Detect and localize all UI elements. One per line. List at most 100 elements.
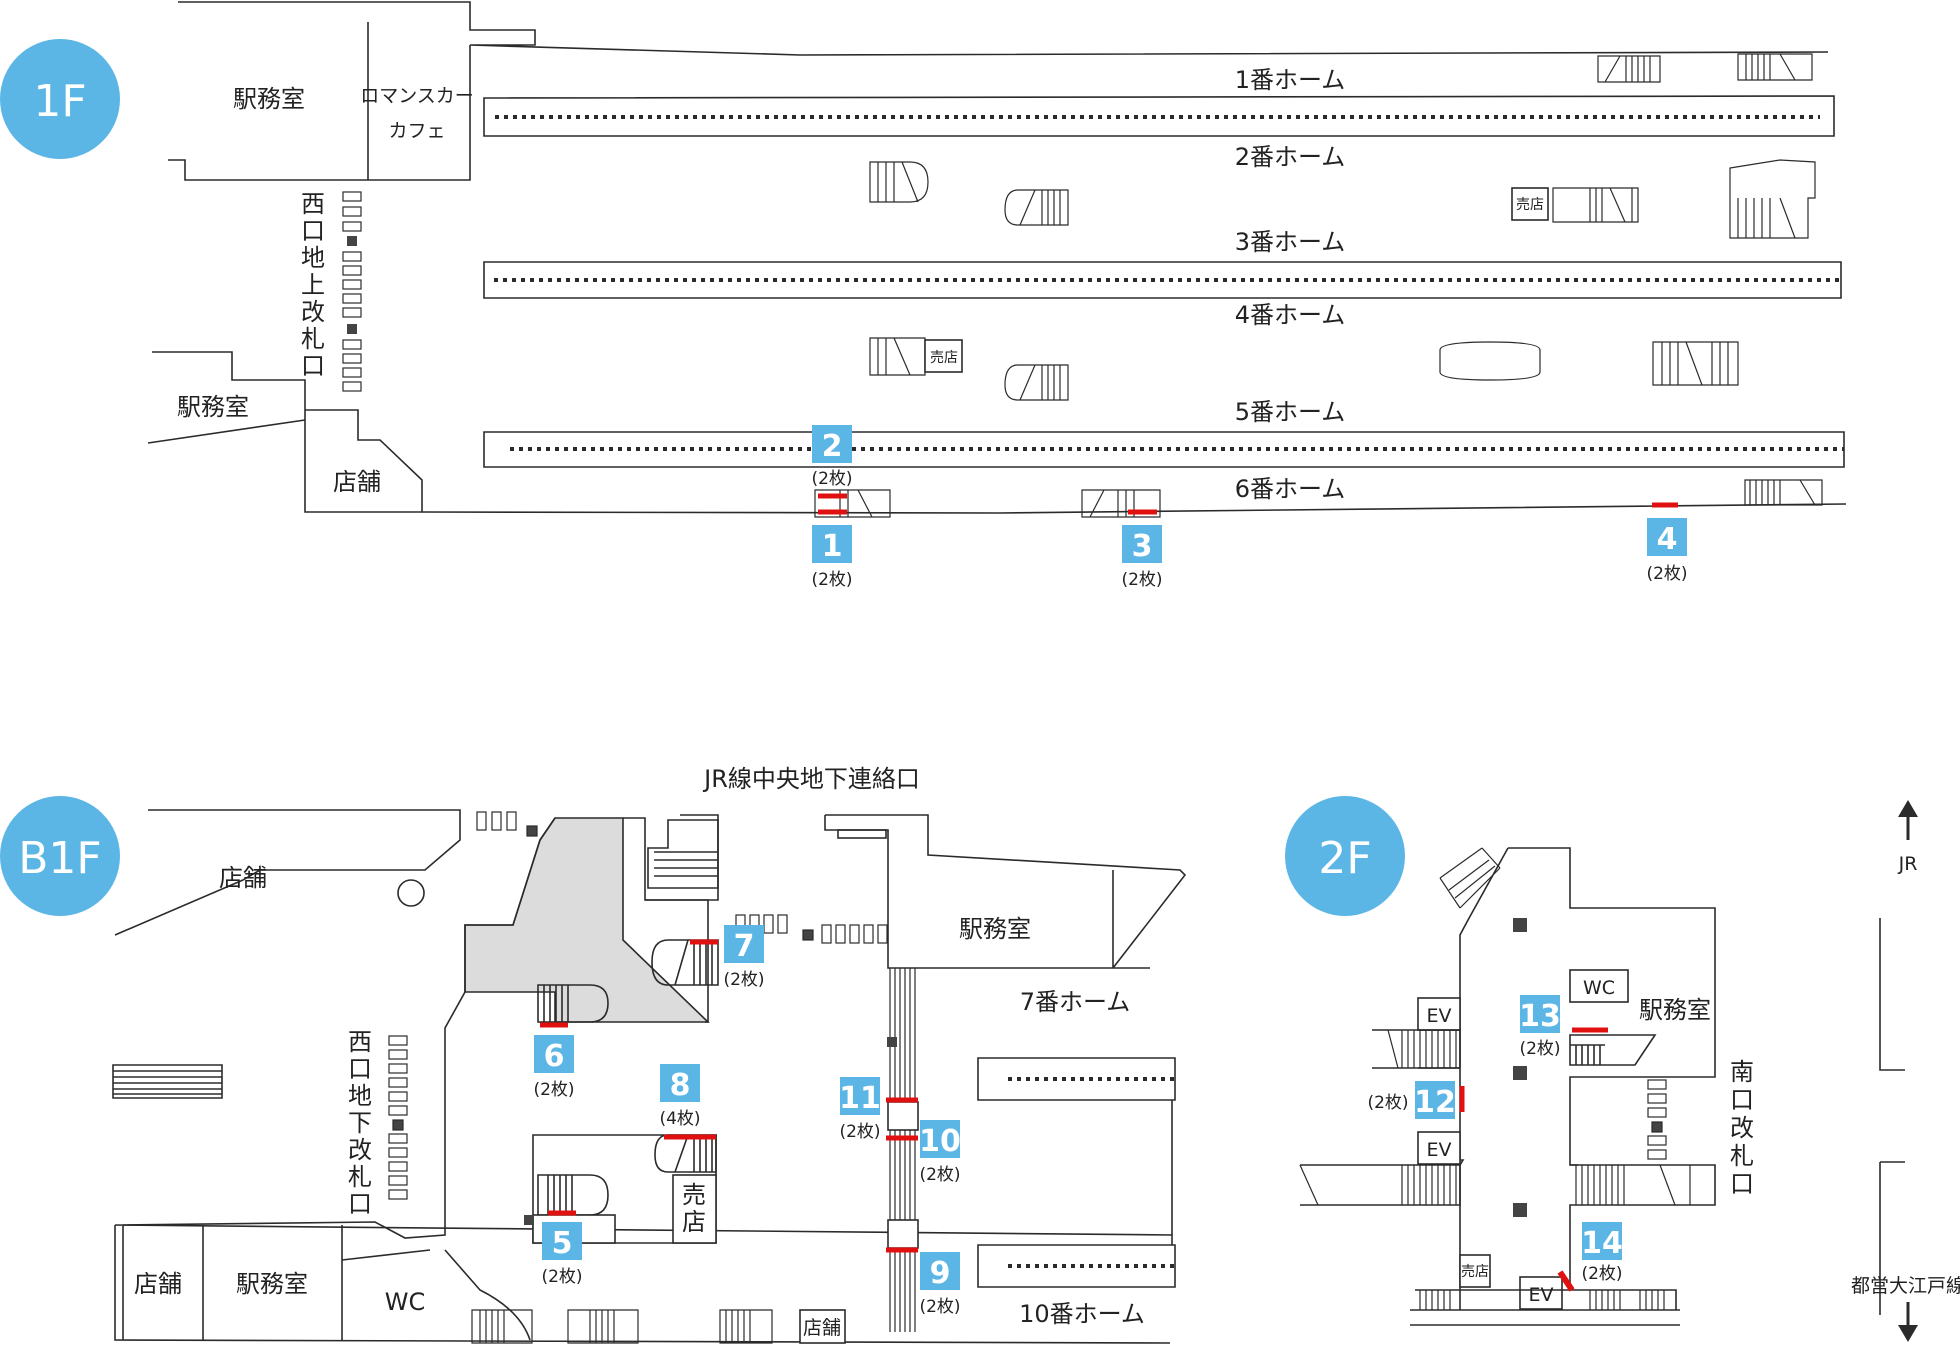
- wc-label: WC: [1583, 977, 1615, 999]
- west-ground-gate-label: 西 口 地 上 改 札 口: [301, 190, 325, 380]
- svg-text:5: 5: [552, 1226, 573, 1261]
- svg-text:3: 3: [1132, 529, 1153, 564]
- wall: [341, 1249, 531, 1341]
- svg-text:12: 12: [1414, 1085, 1456, 1120]
- kiosk-label: 売: [682, 1181, 706, 1209]
- floor-2f: 2F: [1285, 796, 1960, 1342]
- badge-9[interactable]: 9 (2枚): [919, 1252, 961, 1317]
- badge-7[interactable]: 7 (2枚): [723, 925, 765, 990]
- svg-text:札: 札: [348, 1163, 372, 1191]
- wall: [825, 814, 1187, 969]
- svg-text:1: 1: [822, 529, 843, 564]
- stairs: [654, 1134, 717, 1173]
- svg-text:口: 口: [348, 1190, 372, 1218]
- svg-text:口: 口: [301, 352, 325, 380]
- badge-12[interactable]: 12 (2枚): [1367, 1081, 1456, 1120]
- badge-4[interactable]: 4 (2枚): [1646, 518, 1688, 584]
- platform-7: [977, 1057, 1176, 1101]
- platform-7-label: 7番ホーム: [1020, 988, 1131, 1016]
- kiosk-label: 店: [682, 1208, 706, 1236]
- stairs: [537, 984, 609, 1023]
- platform-6-label: 6番ホーム: [1235, 475, 1346, 503]
- romancecar-cafe-label: ロマンスカー: [360, 85, 474, 107]
- floor-label-b1f: B1F: [18, 833, 102, 884]
- wall: [147, 351, 306, 444]
- toei-oedo-direction-label: 都営大江戸線: [1851, 1275, 1960, 1297]
- shop-box: [924, 339, 963, 373]
- wall: [122, 817, 556, 1239]
- wall: [178, 1, 1829, 56]
- svg-text:(2枚): (2枚): [1121, 570, 1162, 590]
- badge-11[interactable]: 11 (2枚): [839, 1077, 881, 1142]
- svg-text:(2枚): (2枚): [1646, 564, 1687, 584]
- stairs: [651, 939, 719, 986]
- wc-box: [1569, 969, 1629, 1003]
- station-office-label: 駅務室: [1639, 996, 1711, 1024]
- shop-label: 店舗: [219, 864, 267, 892]
- svg-text:地: 地: [348, 1082, 372, 1110]
- wall: [1508, 847, 1716, 1166]
- badge-8[interactable]: 8 (4枚): [659, 1064, 701, 1129]
- svg-text:上: 上: [301, 271, 325, 299]
- svg-text:(2枚): (2枚): [723, 970, 764, 990]
- badges: 1 (2枚) 2 (2枚) 3 (2枚) 4 (2枚) 5 (2枚) 6 (2枚…: [533, 425, 1688, 1317]
- badge-3[interactable]: 3 (2枚): [1121, 525, 1163, 590]
- badge-2[interactable]: 2 (2枚): [811, 425, 853, 489]
- kiosk-box: [672, 1174, 717, 1244]
- svg-text:(2枚): (2枚): [1581, 1264, 1622, 1284]
- jr-link-label: JR線中央地下連絡口: [702, 765, 920, 793]
- stairs: [719, 1309, 773, 1344]
- svg-text:西: 西: [348, 1028, 372, 1056]
- stairs-outline: [1569, 1164, 1716, 1290]
- svg-text:(2枚): (2枚): [919, 1165, 960, 1185]
- platform-10: [977, 1244, 1176, 1288]
- shop-box: [1511, 187, 1549, 221]
- kiosk-box: [1459, 1254, 1491, 1288]
- long-stairs: [889, 968, 916, 1332]
- badge-6[interactable]: 6 (2枚): [533, 1035, 575, 1100]
- west-underground-gate: [388, 1035, 408, 1200]
- stairs: [647, 819, 719, 889]
- west-ground-gate: [342, 191, 362, 392]
- stairs: [537, 1174, 609, 1216]
- ev-box: [1417, 997, 1461, 1031]
- svg-text:改: 改: [301, 298, 325, 326]
- badge-14[interactable]: 14 (2枚): [1581, 1222, 1623, 1284]
- svg-text:6: 6: [544, 1039, 565, 1074]
- svg-text:口: 口: [1730, 1170, 1754, 1198]
- ev-box: [1417, 1131, 1461, 1165]
- station-office-label: 駅務室: [959, 915, 1031, 943]
- shop-label: 店舗: [803, 1317, 841, 1339]
- floor-label-1f: 1F: [33, 76, 86, 127]
- platform-1-label: 1番ホーム: [1235, 66, 1346, 94]
- badge-5[interactable]: 5 (2枚): [541, 1222, 583, 1287]
- svg-text:地: 地: [301, 244, 325, 272]
- platform-5-6: [483, 431, 1845, 468]
- platform-1-2: [483, 95, 1835, 137]
- badge-13[interactable]: 13 (2枚): [1519, 995, 1561, 1059]
- svg-text:7: 7: [734, 929, 755, 964]
- south-gate: [1647, 1079, 1667, 1160]
- platform-4-label: 4番ホーム: [1235, 301, 1346, 329]
- svg-text:13: 13: [1519, 999, 1561, 1034]
- floor-label-2f: 2F: [1318, 833, 1371, 884]
- stairs: [814, 53, 1823, 518]
- svg-text:南: 南: [1730, 1058, 1754, 1086]
- wall: [1879, 918, 1905, 1315]
- shop-label: 店舗: [134, 1270, 182, 1298]
- floor-1f: 1F: [0, 1, 1847, 518]
- platform-10-label: 10番ホーム: [1019, 1300, 1145, 1328]
- svg-text:(2枚): (2枚): [1367, 1093, 1408, 1113]
- svg-text:8: 8: [670, 1068, 691, 1103]
- romancecar-cafe-label: カフェ: [388, 120, 445, 142]
- svg-text:(2枚): (2枚): [839, 1122, 880, 1142]
- badge-1[interactable]: 1 (2枚): [811, 525, 853, 590]
- svg-text:(4枚): (4枚): [659, 1109, 700, 1129]
- station-office-label: 駅務室: [233, 85, 305, 113]
- svg-text:口: 口: [348, 1055, 372, 1083]
- wc-label: WC: [385, 1288, 426, 1316]
- svg-text:(2枚): (2枚): [919, 1297, 960, 1317]
- badge-10[interactable]: 10 (2枚): [919, 1120, 961, 1185]
- wall: [122, 1225, 343, 1340]
- wall: [114, 1100, 1173, 1248]
